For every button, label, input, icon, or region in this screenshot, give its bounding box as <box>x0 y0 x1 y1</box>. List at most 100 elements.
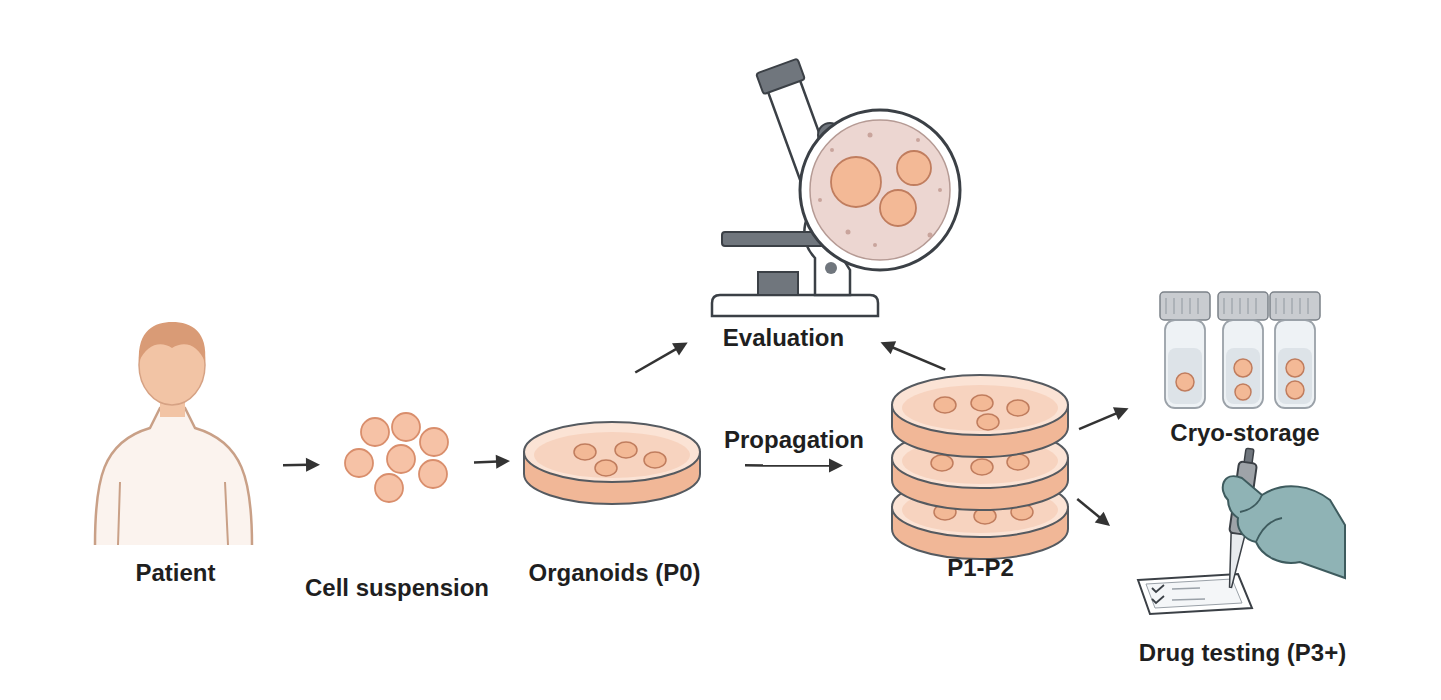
cell-cluster <box>345 413 448 502</box>
microscope-part <box>846 230 851 235</box>
passage-node: P1-P2 <box>893 372 1068 585</box>
microscope-part <box>873 243 877 247</box>
node-label: P1-P2 <box>873 550 1088 585</box>
microscope-part <box>938 188 942 192</box>
flow-arrow <box>1077 499 1110 526</box>
cryo-tubes-part <box>1270 292 1320 320</box>
arrow-head <box>1095 512 1110 526</box>
cell-cluster-part <box>392 413 420 441</box>
flow-arrow <box>881 341 946 369</box>
cryo-tubes-part <box>1234 359 1252 377</box>
culture-dish-part <box>595 460 617 476</box>
patient-figure-part <box>118 482 228 545</box>
dish-stack-part <box>977 414 999 430</box>
microscope-part <box>825 262 837 274</box>
node-label: Drug testing (P3+) <box>1090 635 1395 670</box>
microscope-part <box>800 110 960 270</box>
cell-cluster-part <box>420 428 448 456</box>
microscope-part <box>831 157 881 207</box>
pipette-hand-part <box>1223 476 1345 578</box>
pipette-hand-part <box>1240 495 1282 542</box>
arrow-head <box>306 458 320 472</box>
patient-node: Patient <box>88 325 263 590</box>
cryo-tubes-part <box>1226 348 1260 404</box>
flow-arrow <box>745 459 843 473</box>
arrow-head <box>881 341 897 354</box>
microscope <box>712 59 960 316</box>
arrow-line <box>635 348 677 372</box>
pipette-hand-part <box>1146 579 1242 608</box>
arrow-line <box>283 464 308 467</box>
patient-figure <box>95 322 252 545</box>
evaluation-node: Evaluation <box>692 55 875 355</box>
microscope-part <box>916 138 920 142</box>
patient-figure-part <box>95 408 252 545</box>
microscope-part <box>830 148 834 152</box>
node-label: Organoids (P0) <box>492 555 737 590</box>
pipette-hand-part <box>1152 585 1164 603</box>
cryo-tubes-part <box>1176 373 1194 391</box>
cell-suspension-node: Cell suspension <box>322 410 472 605</box>
microscope-part <box>880 190 916 226</box>
cryo-tubes <box>1160 292 1320 408</box>
pipette-hand-part <box>1138 574 1252 614</box>
cryo-tubes-part <box>1286 381 1304 399</box>
edge-label: Propagation <box>724 425 864 455</box>
arrow-head <box>1113 407 1129 420</box>
arrow-head <box>496 455 510 469</box>
cell-cluster-part <box>387 445 415 473</box>
pipette-hand-part-part <box>1224 533 1245 588</box>
cell-cluster-part <box>345 449 373 477</box>
node-label: Cryo-storage <box>1115 415 1375 450</box>
arrow-line <box>474 460 498 463</box>
organoid-node: Organoids (P0) <box>512 375 717 590</box>
node-label: Evaluation <box>672 320 895 355</box>
microscope-part <box>868 133 873 138</box>
dish-stack-part <box>1007 454 1029 470</box>
cryo-tubes-part <box>1235 384 1251 400</box>
dish-stack-part <box>934 397 956 413</box>
dish-stack-part <box>1007 400 1029 416</box>
flow-arrow <box>635 342 687 372</box>
dish-stack-part <box>931 455 953 471</box>
microscope-part-part <box>756 59 805 95</box>
dish-stack-part <box>971 459 993 475</box>
dish-stack-part <box>892 375 1068 457</box>
cell-cluster-part <box>419 460 447 488</box>
cryo-tubes-part <box>1223 320 1263 408</box>
pipette-hand <box>1138 447 1345 614</box>
cryo-tubes-part <box>1168 348 1202 404</box>
cryo-tubes-part <box>1286 359 1304 377</box>
culture-dish-part <box>574 444 596 460</box>
patient-figure-part <box>139 322 206 362</box>
microscope-part <box>758 272 798 295</box>
pipette-hand-part <box>1172 588 1205 600</box>
cryo-tubes-part <box>1278 348 1312 404</box>
microscope-part <box>897 151 931 185</box>
cryo-tubes-part <box>1275 320 1315 408</box>
arrow-line <box>1079 413 1117 429</box>
cryo-tubes-part <box>1166 298 1308 314</box>
arrow-line <box>745 464 831 467</box>
flow-arrow <box>283 458 320 472</box>
dish-stack-part <box>971 395 993 411</box>
cryo-tubes-part <box>1160 292 1210 320</box>
arrow-head <box>829 459 843 473</box>
flow-arrow <box>1079 407 1128 429</box>
arrow-line <box>1077 499 1100 518</box>
culture-dish <box>524 422 700 504</box>
microscope-part <box>818 198 822 202</box>
cryo-storage-node: Cryo-storage <box>1135 285 1355 450</box>
node-label: Patient <box>68 555 283 590</box>
culture-dish-part <box>615 442 637 458</box>
cryo-tubes-part <box>1218 292 1268 320</box>
microscope-part <box>810 120 950 260</box>
cryo-tubes-part <box>1165 320 1205 408</box>
microscope-part <box>712 295 878 316</box>
cell-cluster-part <box>361 418 389 446</box>
node-label: Cell suspension <box>302 570 492 605</box>
flow-arrow <box>474 455 510 469</box>
